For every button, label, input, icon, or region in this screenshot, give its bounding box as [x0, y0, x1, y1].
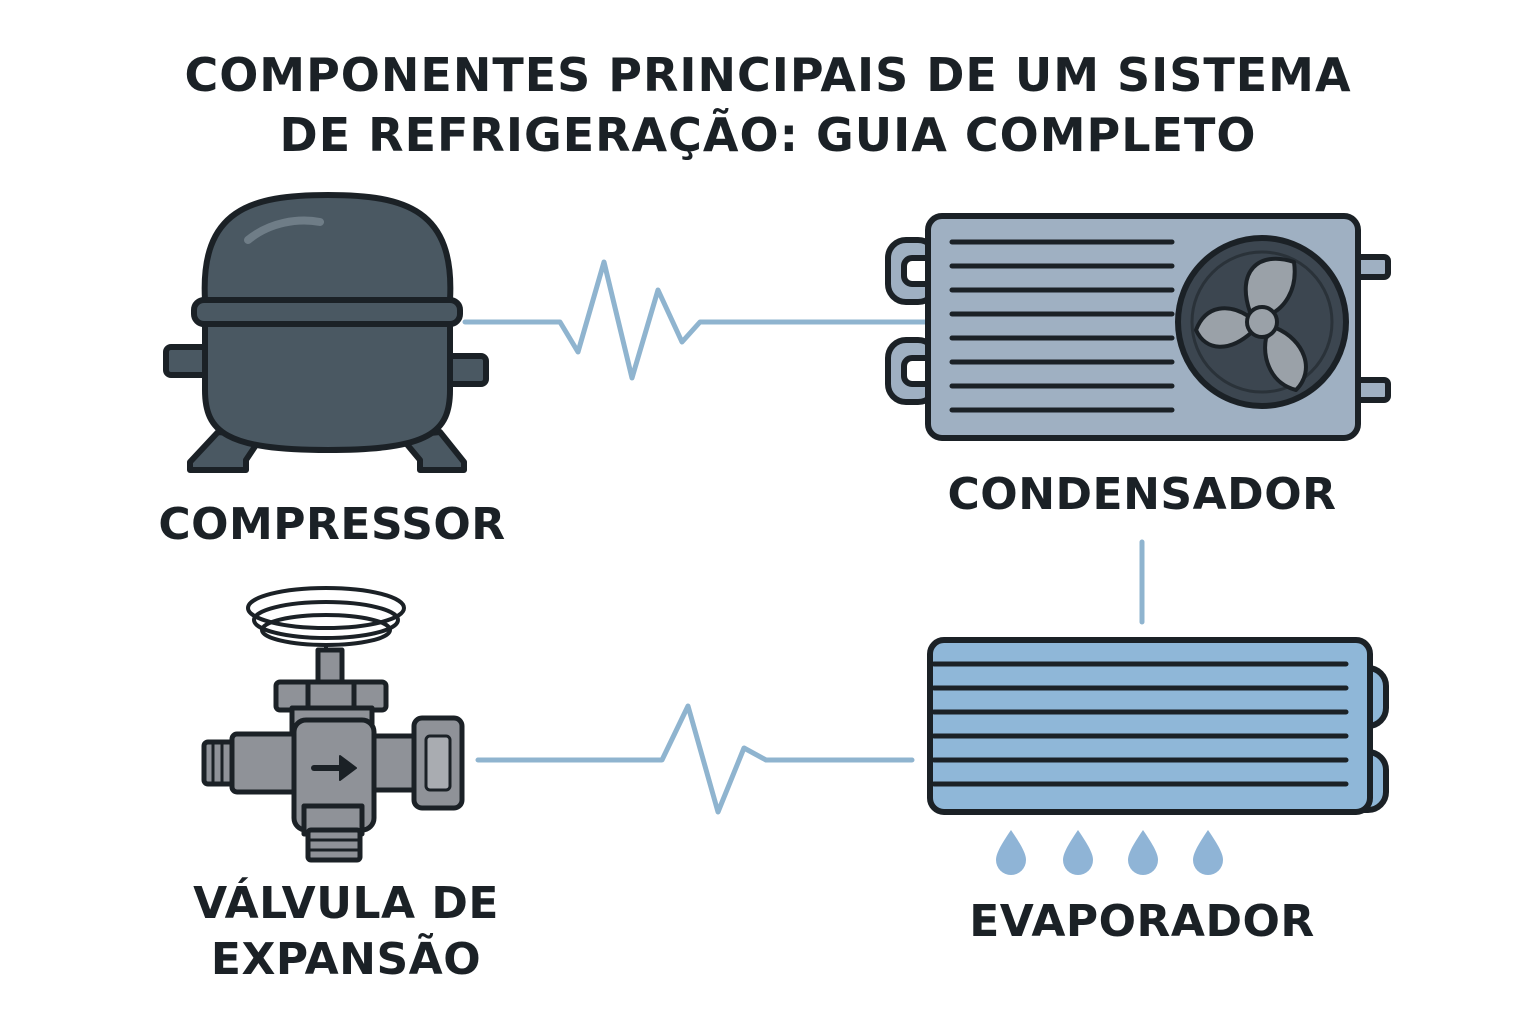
expansion-valve-label-line-2: EXPANSÃO	[210, 934, 482, 985]
expansion-valve-label-line-1: VÁLVULA DE	[193, 878, 499, 929]
water-droplet-icon	[996, 830, 1223, 875]
compressor-icon	[163, 192, 489, 473]
fan-icon	[1175, 235, 1349, 409]
diagram-title-line-1: COMPONENTES PRINCIPAIS DE UM SISTEMA	[184, 48, 1352, 102]
compressor-label: COMPRESSOR	[158, 499, 506, 550]
evaporator-label: EVAPORADOR	[969, 896, 1315, 947]
expansion-valve-icon	[201, 586, 465, 863]
evaporator-coil-icon	[927, 637, 1389, 815]
condenser-label: CONDENSADOR	[947, 469, 1337, 520]
pipe-valve-to-evaporator	[475, 703, 915, 815]
diagram-title-line-2: DE REFRIGERAÇÃO: GUIA COMPLETO	[279, 108, 1257, 162]
pipe-compressor-to-condenser	[462, 259, 933, 381]
